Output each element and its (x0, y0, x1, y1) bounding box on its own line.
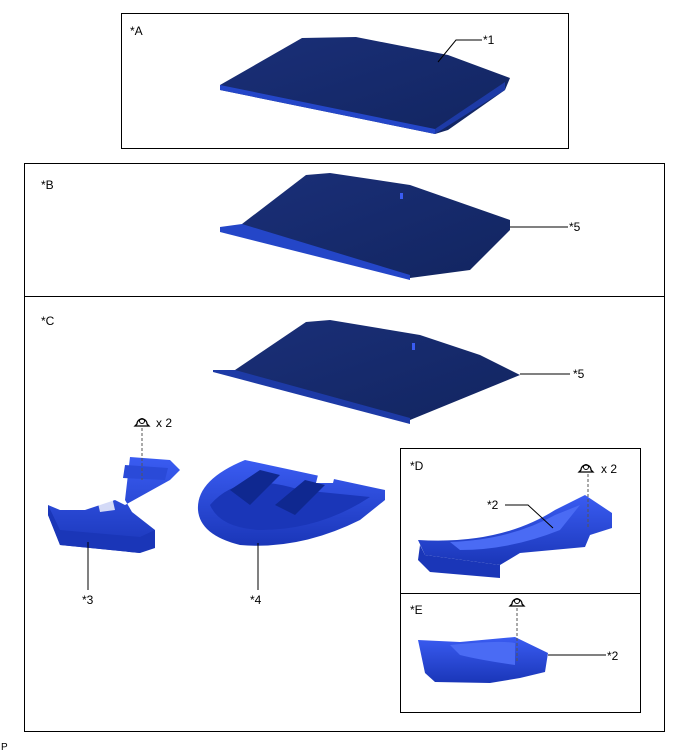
panel-bc-frame (24, 163, 665, 732)
callout-part-1: *1 (483, 33, 495, 47)
panel-c-label: *C (41, 314, 55, 328)
clip-quantity-d: x 2 (601, 462, 618, 476)
clip-icon (508, 598, 526, 607)
luggage-board-c-icon (213, 320, 520, 424)
panel-a (121, 13, 569, 149)
panel-d-e-divider (400, 593, 641, 594)
luggage-board-b-icon (220, 173, 510, 280)
luggage-board-a-icon (220, 37, 510, 134)
clip-quantity-c: x 2 (156, 416, 173, 430)
panel-b-c-divider (24, 296, 665, 297)
callout-part-2-e: *2 (607, 649, 619, 663)
footer-code: P (1, 742, 8, 753)
callout-part-2-d: *2 (487, 498, 499, 512)
deck-box-2-e-icon (418, 637, 548, 683)
callout-part-3: *3 (82, 593, 94, 607)
callout-part-5-c: *5 (573, 367, 585, 381)
deck-tray-4-icon (197, 460, 385, 546)
callout-part-4: *4 (250, 593, 262, 607)
panel-e-label: *E (410, 603, 423, 617)
panel-de-frame (400, 448, 641, 713)
clip-icon (133, 418, 151, 427)
clip-icon (577, 464, 595, 473)
deck-box-3-icon (48, 457, 180, 553)
callout-part-5-b: *5 (569, 220, 581, 234)
panel-d-label: *D (410, 459, 424, 473)
panel-a-label: *A (130, 24, 143, 38)
panel-b-label: *B (41, 178, 54, 192)
deck-box-2-d-icon (418, 495, 612, 578)
